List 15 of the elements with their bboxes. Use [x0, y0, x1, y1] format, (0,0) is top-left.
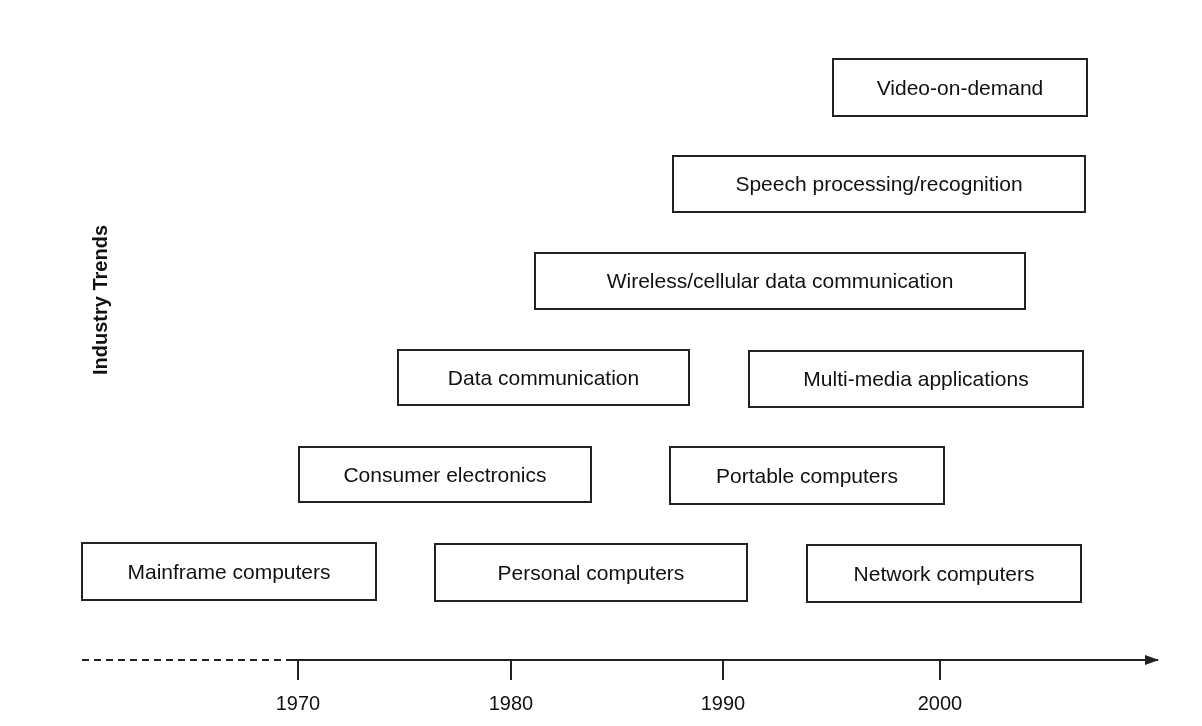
trend-box: Data communication — [397, 349, 690, 406]
trend-box: Video-on-demand — [832, 58, 1088, 117]
trend-box: Wireless/cellular data communication — [534, 252, 1026, 310]
trend-box: Portable computers — [669, 446, 945, 505]
trend-box: Multi-media applications — [748, 350, 1084, 408]
trend-box: Personal computers — [434, 543, 748, 602]
trend-box: Speech processing/recognition — [672, 155, 1086, 213]
year-label: 2000 — [917, 692, 963, 715]
year-label: 1990 — [700, 692, 746, 715]
year-label: 1980 — [488, 692, 534, 715]
trend-box: Mainframe computers — [81, 542, 377, 601]
axis-title: Industry Trends — [88, 225, 112, 375]
trend-box: Consumer electronics — [298, 446, 592, 503]
trend-box: Network computers — [806, 544, 1082, 603]
year-label: 1970 — [275, 692, 321, 715]
